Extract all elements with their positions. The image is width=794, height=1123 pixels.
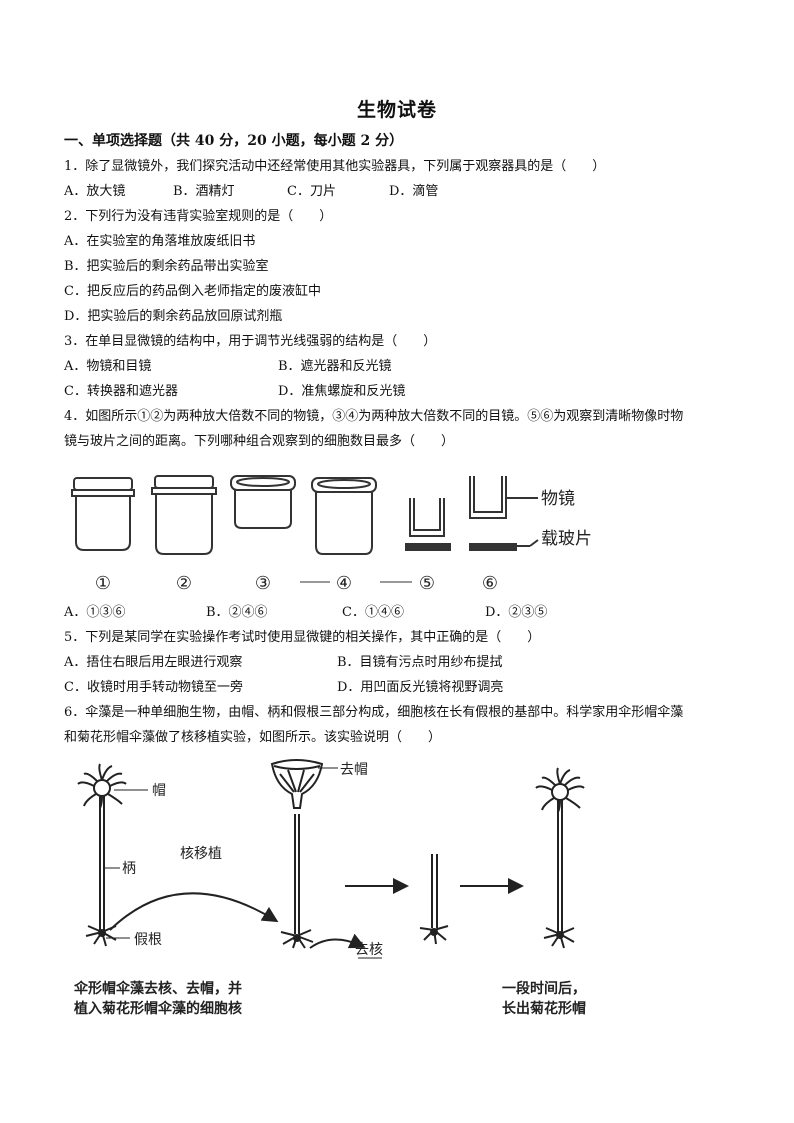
objective-lens-2-icon (151, 475, 217, 555)
q6-acetabularia-figure: 帽 柄 假根 核移植 去帽 去核 伞形帽伞藻去核、去帽，并 植入菊花形帽伞藻的细… (73, 759, 586, 1017)
q4-option-b: B．②④⑥ (206, 605, 268, 620)
q5-option-b: B．目镜有污点时用纱布提拭 (337, 655, 503, 670)
page-title: 生物试卷 (356, 99, 437, 121)
q4-option-c: C．①④⑥ (342, 605, 404, 620)
question-6-stem-line2: 和菊花形帽伞藻做了核移植实验，如图所示。该实验说明（ ） (64, 730, 442, 745)
figure-label-1: ① (95, 573, 111, 594)
q3-option-b: B．遮光器和反光镜 (278, 359, 392, 374)
remove-nucleus-label: 去核 (355, 942, 383, 958)
figure-label-5: ⑤ (419, 573, 435, 594)
q5-option-d: D．用凹面反光镜将视野调亮 (337, 680, 504, 695)
objective-distance-6-icon (469, 476, 539, 551)
question-2-stem: 2．下列行为没有违背实验室规则的是（ ） (64, 209, 333, 224)
q1-option-d: D．滴管 (389, 184, 439, 199)
q4-option-a: A．①③⑥ (64, 605, 126, 620)
q3-option-d: D．准焦螺旋和反光镜 (278, 384, 406, 399)
caption-right-line2: 长出菊花形帽 (502, 1000, 586, 1017)
stalk-label: 柄 (122, 861, 136, 877)
capless-alga-icon (419, 854, 449, 945)
question-1-stem: 1．除了显微镜外，我们探究活动中还经常使用其他实验器具，下列属于观察器具的是（ … (64, 159, 606, 174)
slide-label: 载玻片 (541, 529, 592, 549)
section-heading: 一、单项选择题（共 40 分，20 小题，每小题 2 分） (64, 133, 404, 149)
question-5-stem: 5．下列是某同学在实验操作考试时使用显微键的相关操作，其中正确的是（ ） (64, 630, 541, 645)
q5-option-c: C．收镜时用手转动物镜至一旁 (64, 680, 243, 695)
question-3-stem: 3．在单目显微镜的结构中，用于调节光线强弱的结构是（ ） (64, 334, 437, 349)
chrysanthemum-cap-alga-icon (535, 767, 585, 949)
umbrella-stalk-alga-icon (270, 759, 324, 949)
q5-option-a: A．捂住右眼后用左眼进行观察 (64, 655, 243, 670)
umbrella-cap-alga-icon (77, 763, 127, 947)
q1-option-a: A．放大镜 (64, 184, 126, 199)
figure-label-2: ② (176, 573, 192, 594)
transplant-arrow (109, 892, 279, 931)
question-4-stem-line2: 镜与玻片之间的距离。下列哪种组合观察到的细胞数目最多（ ） (64, 434, 455, 449)
transplant-label: 核移植 (180, 846, 222, 862)
q1-option-c: C．刀片 (287, 184, 336, 199)
q3-option-a: A．物镜和目镜 (64, 359, 152, 374)
remove-nucleus-arrow (309, 933, 366, 949)
question-6-stem-line1: 6．伞藻是一种单细胞生物，由帽、柄和假根三部分构成，细胞核在长有假根的基部中。科… (64, 705, 684, 720)
figure-label-3: ③ (255, 573, 271, 594)
eyepiece-3-icon (230, 475, 296, 529)
q2-option-d: D．把实验后的剩余药品放回原试剂瓶 (64, 309, 283, 324)
question-4-stem-line1: 4．如图所示①②为两种放大倍数不同的物镜，③④为两种放大倍数不同的目镜。⑤⑥为观… (64, 409, 684, 424)
cap-label: 帽 (152, 783, 166, 799)
objective-lens-1-icon (71, 477, 135, 551)
eyepiece-4-icon (311, 477, 377, 555)
caption-left-line1: 伞形帽伞藻去核、去帽，并 (73, 980, 242, 997)
caption-right-line1: 一段时间后， (502, 980, 586, 997)
figure-label-4: ④ (336, 573, 352, 594)
q4-lens-figure: 物镜 载玻片 ① ② ③ ④ ⑤ ⑥ (71, 475, 592, 594)
objective-label: 物镜 (541, 489, 575, 509)
q4-option-d: D．②③⑤ (485, 605, 548, 620)
objective-distance-5-icon (405, 498, 451, 551)
figure-label-6: ⑥ (482, 573, 498, 594)
rhizoid-label: 假根 (134, 932, 162, 948)
q2-option-b: B．把实验后的剩余药品带出实验室 (64, 259, 269, 274)
q1-option-b: B．酒精灯 (173, 184, 235, 199)
q2-option-c: C．把反应后的药品倒入老师指定的废液缸中 (64, 284, 321, 299)
q2-option-a: A．在实验室的角落堆放废纸旧书 (64, 234, 256, 249)
remove-cap-label: 去帽 (340, 762, 368, 778)
q3-option-c: C．转换器和遮光器 (64, 384, 178, 399)
caption-left-line2: 植入菊花形帽伞藻的细胞核 (73, 1000, 242, 1017)
